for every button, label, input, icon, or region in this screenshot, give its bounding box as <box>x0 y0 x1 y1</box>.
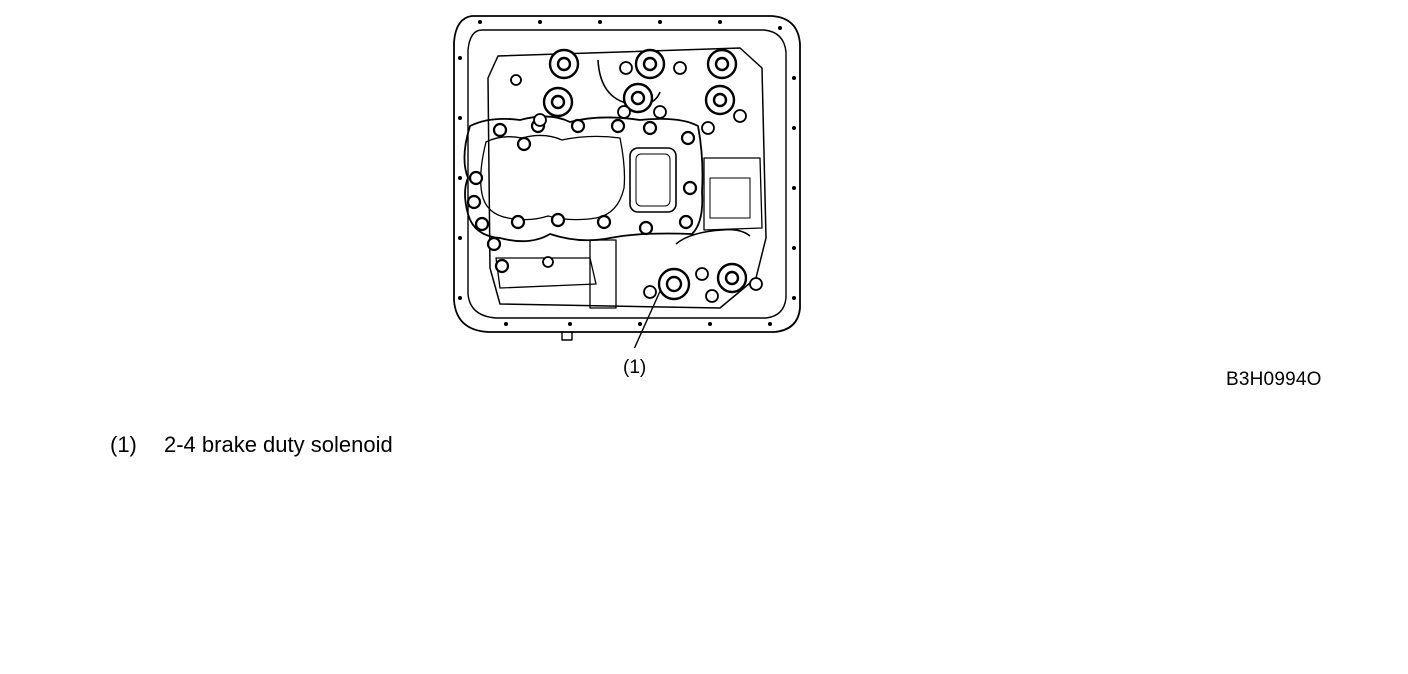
plate-bolts <box>466 118 698 274</box>
figure-code: B3H0994O <box>1226 369 1322 390</box>
legend-number: (1) <box>110 432 137 457</box>
pan-outline <box>453 15 801 333</box>
lower-solenoids <box>657 262 748 301</box>
legend-item: (1) 2-4 brake duty solenoid <box>110 432 393 458</box>
callout-label: (1) <box>623 357 647 378</box>
valve-body-illustration <box>453 15 801 348</box>
pan-inner-outline <box>467 29 787 319</box>
upper-solenoids <box>542 48 738 118</box>
legend-text: 2-4 brake duty solenoid <box>164 432 393 457</box>
gasket-holes <box>458 20 796 326</box>
separator-plate <box>463 115 704 243</box>
